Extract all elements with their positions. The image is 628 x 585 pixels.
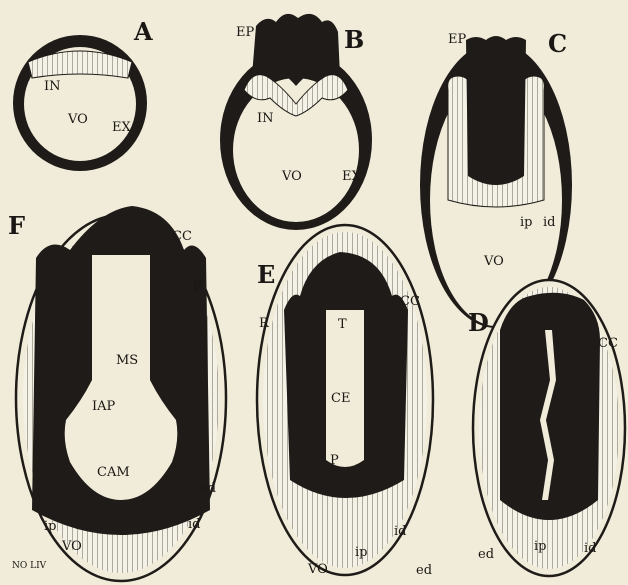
panel-c-label-id: id [543, 215, 555, 230]
panel-f-letter: F [8, 211, 25, 240]
panel-d-letter: D [468, 308, 489, 337]
panel-e-label-cc: CC [400, 294, 420, 309]
panel-f: F CC R MS IAP CAM ed id ip VO NO LIV [8, 206, 226, 581]
panel-f-label-cc: CC [172, 229, 192, 244]
panel-e-label-id: id [394, 524, 406, 539]
panel-c-ectoderm-plug [466, 36, 526, 185]
panel-e: E CC R T CE P id ip ed VO [257, 225, 433, 578]
panel-f-label-vo: VO [61, 539, 82, 554]
panel-b-letter: B [344, 25, 364, 54]
panel-f-label-id: id [188, 517, 200, 532]
panel-b: B EP IN VO EX [220, 14, 372, 230]
panel-f-label-iap: IAP [92, 399, 116, 414]
panel-e-letter: E [257, 260, 275, 289]
panel-d-label-cc: CC [598, 336, 618, 351]
panel-a-label-vo: VO [67, 112, 88, 127]
panel-c-label-vo: VO [483, 254, 504, 269]
panel-e-label-p: P [330, 453, 339, 468]
panel-d-label-ip: ip [534, 539, 546, 554]
panel-f-label-ed: ed [200, 481, 216, 496]
panel-a-label-ex: EX [112, 120, 131, 135]
panel-b-label-ep: EP [236, 25, 254, 40]
panel-b-label-in: IN [257, 111, 274, 126]
panel-e-label-ed: ed [416, 563, 432, 578]
panel-f-label-cam: CAM [97, 465, 130, 480]
panel-e-label-t: T [338, 317, 347, 332]
panel-a: A IN VO EX [13, 17, 153, 171]
panel-f-label-ip: ip [44, 519, 56, 534]
panel-a-letter: A [133, 17, 153, 46]
panel-e-label-r: R [259, 316, 270, 331]
panel-d-label-ed: ed [478, 547, 494, 562]
panel-c-label-ip: ip [520, 215, 532, 230]
panel-d-label-id: id [584, 541, 596, 556]
panel-e-label-vo: VO [307, 562, 328, 577]
panel-b-yolk-cavity [233, 78, 359, 222]
panel-b-label-ex: EX [342, 169, 361, 184]
panel-a-label-in: IN [44, 79, 61, 94]
panel-f-label-noliv: NO LIV [12, 561, 47, 571]
panel-f-label-ms: MS [116, 353, 138, 368]
panel-c-letter: C [548, 29, 567, 58]
panel-f-label-r: R [193, 279, 204, 294]
panel-e-label-ip: ip [355, 545, 367, 560]
panel-e-label-ce: CE [331, 391, 350, 406]
panel-c-label-ep: EP [448, 32, 466, 47]
panel-e-archenteron [326, 310, 364, 467]
panel-b-label-vo: VO [281, 169, 302, 184]
